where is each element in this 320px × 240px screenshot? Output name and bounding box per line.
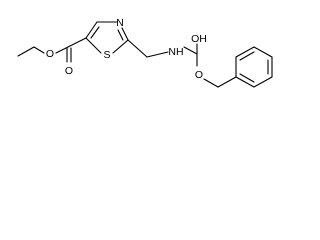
bond-ch2-phenyl bbox=[217, 76, 237, 88]
atom-ester-carbonyl-oxygen: O bbox=[65, 65, 73, 77]
bond-c2-ch2 bbox=[127, 39, 148, 58]
molecule-structure: O O N S NH OH O bbox=[17, 17, 273, 88]
bond-n3-c2-inner bbox=[117, 29, 124, 41]
ester-carbonyl-double-bond bbox=[66, 47, 72, 63]
atom-carbamate-oxygen: O bbox=[195, 69, 203, 81]
bond-carbonyl-ring bbox=[67, 37, 87, 48]
bond-ch3-ch2 bbox=[17, 46, 35, 57]
bond-ch2-nh bbox=[146, 51, 169, 58]
bond-ch2-o bbox=[33, 46, 45, 54]
bond-n3-c2 bbox=[121, 27, 129, 41]
thiazole-ring bbox=[85, 21, 129, 54]
bond-c4-c5-inner bbox=[90, 26, 100, 39]
atom-carbamate-hydroxyl: OH bbox=[191, 33, 207, 45]
phenyl-ring bbox=[235, 46, 273, 88]
bond-s1-c5 bbox=[85, 37, 102, 54]
ethyl-group bbox=[17, 46, 45, 57]
bond-c2-s1 bbox=[112, 39, 129, 54]
bond-o-carbonyl bbox=[55, 46, 69, 54]
bond-nh-c bbox=[183, 46, 198, 55]
atom-thiazole-nitrogen: N bbox=[116, 17, 124, 29]
atom-ester-oxygen: O bbox=[46, 48, 54, 60]
bond-c5-c4 bbox=[85, 21, 98, 39]
atom-thiazole-sulfur: S bbox=[103, 49, 110, 61]
bond-o-ch2 bbox=[203, 78, 219, 88]
atom-amide-nitrogen: NH bbox=[168, 46, 183, 58]
